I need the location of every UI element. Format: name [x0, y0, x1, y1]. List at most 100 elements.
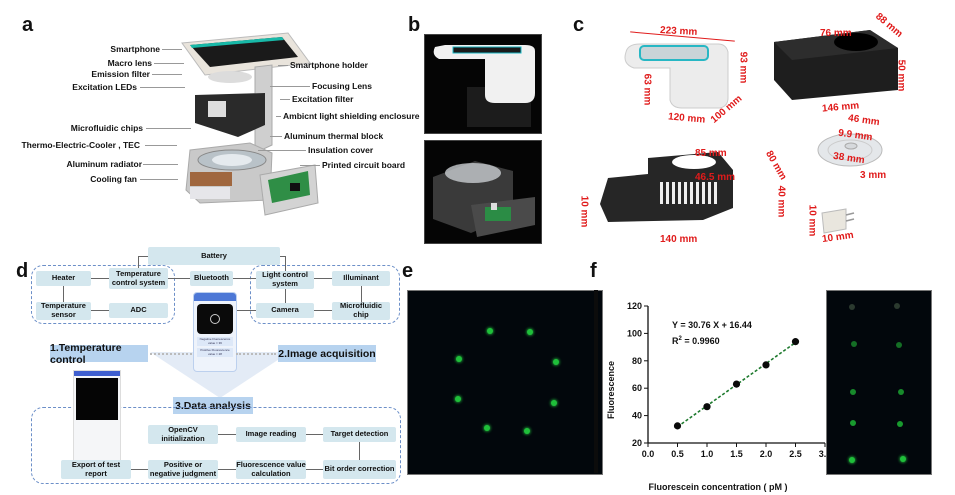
label-excitation-leds: Excitation LEDs	[72, 82, 137, 92]
fluorescent-spot	[851, 341, 857, 347]
dim-holder-height: 93 mm	[737, 51, 749, 84]
report-screen-mockup	[73, 370, 121, 470]
connector	[285, 256, 286, 271]
dim-chip-outer: 46 mm	[847, 112, 881, 129]
data-points-group	[673, 338, 800, 430]
connector	[306, 469, 323, 470]
connector	[359, 442, 360, 460]
label-macro-lens: Macro lens	[107, 58, 152, 68]
label-emission-filter: Emission filter	[91, 69, 150, 79]
step-fluorescence-calc: Fluorescence value calculation	[236, 459, 306, 479]
x-tick-label: 2.0	[760, 449, 773, 459]
x-tick-label: 1.5	[730, 449, 743, 459]
fluorescent-spot	[484, 425, 490, 431]
panel-e-label: e	[402, 260, 414, 282]
label-aluminum-thermal-block: Aluminum thermal block	[284, 131, 384, 141]
data-point	[673, 422, 682, 430]
dim-shield-height: 50 mm	[895, 59, 907, 92]
r2-annotation: R2 = 0.9960	[672, 336, 720, 346]
step-judgment: Positive or negative judgment	[148, 459, 218, 479]
fluorescent-spot	[898, 389, 904, 395]
step-image-reading: Image reading	[236, 427, 306, 442]
connector	[168, 278, 190, 279]
equation-annotation: Y = 30.76 X + 16.44	[672, 320, 752, 330]
box-adc: ADC	[109, 303, 168, 318]
label-focusing-lens: Focusing Lens	[312, 81, 372, 91]
assembled-device-illustration	[433, 45, 535, 127]
y-tick-label: 20	[632, 438, 642, 448]
data-point	[732, 380, 741, 388]
panel-b-label: b	[408, 14, 421, 36]
arrow-right	[236, 353, 276, 355]
label-cooling-fan: Cooling fan	[90, 174, 137, 184]
leader-line	[146, 128, 191, 129]
dim-shield-length: 146 mm	[821, 100, 860, 115]
step-bit-order-correction: Bit order correction	[323, 460, 396, 479]
leader-line	[154, 63, 184, 64]
y-tick-label: 120	[627, 301, 642, 311]
fluorescent-spot	[456, 356, 462, 362]
panel-f-label: f	[590, 260, 597, 282]
stage-image-acquisition: 2.Image acquisition	[278, 345, 376, 362]
fluorescence-image-f	[826, 290, 932, 475]
connector	[233, 310, 256, 311]
dim-shield-hole: 76 mm	[820, 28, 852, 39]
stage-data-analysis: 3.Data analysis	[173, 397, 253, 414]
label-smartphone-holder: Smartphone holder	[290, 60, 368, 70]
connector	[314, 278, 332, 279]
x-tick-label: 0.0	[642, 449, 655, 459]
dim-holder-base: 120 mm	[667, 111, 706, 126]
box-illuminant: Illuminant	[332, 271, 390, 286]
fluorescent-spot	[850, 420, 856, 426]
dim-base-foot: 10 mm	[578, 195, 590, 228]
leader-line	[140, 87, 185, 88]
photo-base-module	[424, 140, 542, 244]
leader-line	[143, 164, 178, 165]
leader-line	[152, 74, 182, 75]
leader-line	[162, 49, 182, 50]
dim-tec-height: 10 mm	[806, 204, 818, 237]
connector	[138, 256, 148, 257]
x-tick-label: 2.5	[789, 449, 802, 459]
leader-line	[145, 145, 177, 146]
fluorescent-spot	[553, 359, 559, 365]
connector	[314, 310, 332, 311]
photo-assembled-device	[424, 34, 542, 134]
data-point	[703, 403, 711, 411]
fluorescent-spot	[849, 304, 855, 310]
holder-drawing	[624, 43, 729, 109]
fluorescence-image-e	[407, 290, 603, 475]
report-header	[74, 371, 120, 376]
connector	[218, 469, 236, 470]
connector	[91, 278, 109, 279]
data-point	[791, 338, 800, 346]
base-module-illustration	[433, 161, 535, 237]
connector	[131, 469, 148, 470]
leader-line	[270, 136, 282, 137]
y-tick-label: 80	[632, 356, 642, 366]
phone-positive-result: Positive Fluorescence value = 28	[197, 348, 233, 357]
target-icon	[210, 314, 220, 324]
step-opencv-init: OpenCV initialization	[148, 425, 218, 444]
label-excitation-filter: Excitation filter	[292, 94, 354, 104]
connector	[218, 434, 236, 435]
shield-drawing	[774, 30, 898, 100]
fluorescent-spot	[849, 457, 855, 463]
phone-preview	[197, 304, 233, 334]
step-export-report: Export of test report	[61, 460, 131, 479]
leader-line	[300, 165, 320, 166]
dim-base-hole: 46.5 mm	[695, 172, 736, 183]
base-drawing	[600, 152, 733, 222]
fluorescent-spot	[551, 400, 557, 406]
dim-holder-step: 63 mm	[641, 73, 653, 106]
box-temperature-sensor: Temperature sensor	[36, 302, 91, 320]
panel-a-label: a	[22, 14, 34, 36]
box-bluetooth: Bluetooth	[190, 271, 233, 286]
label-printed-circuit-board: Printed circuit board	[322, 160, 406, 170]
fluorescent-spot	[900, 456, 906, 462]
leader-line	[140, 179, 178, 180]
box-battery: Battery	[148, 247, 280, 265]
connector	[63, 286, 64, 302]
analysis-group	[31, 407, 401, 484]
